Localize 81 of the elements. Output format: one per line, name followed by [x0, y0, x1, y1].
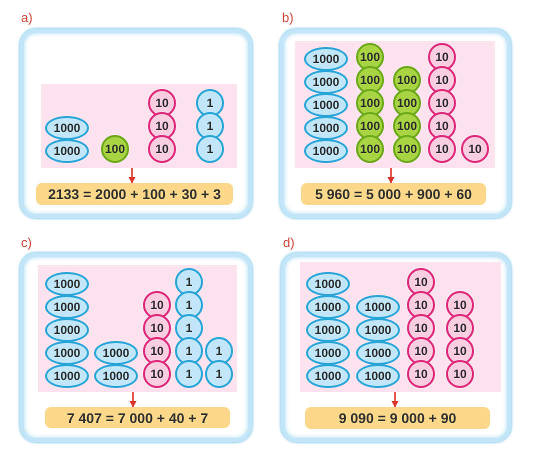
round-counter: 1 — [175, 360, 203, 388]
oval-counter: 1000 — [304, 93, 348, 117]
arrow — [388, 168, 394, 184]
oval-counter: 1000 — [306, 318, 350, 342]
oval-counter: 1000 — [306, 272, 350, 296]
arrow — [128, 168, 136, 184]
equation-bar: 9 090 = 9 000 + 90 — [305, 407, 490, 429]
arrow — [130, 392, 136, 408]
round-counter: 100 — [356, 135, 384, 163]
round-counter: 10 — [407, 360, 435, 388]
round-counter: 10 — [428, 43, 456, 71]
oval-counter: 1000 — [356, 341, 400, 365]
round-counter: 1 — [196, 135, 224, 163]
round-counter: 10 — [407, 268, 435, 296]
round-counter: 10 — [428, 112, 456, 140]
round-counter: 10 — [407, 337, 435, 365]
oval-counter: 1000 — [45, 116, 89, 140]
round-counter: 10 — [143, 360, 171, 388]
round-counter: 10 — [446, 291, 474, 319]
round-counter: 10 — [407, 314, 435, 342]
round-counter: 1 — [175, 268, 203, 296]
round-counter: 10 — [446, 337, 474, 365]
oval-counter: 1000 — [45, 272, 89, 296]
oval-counter: 1000 — [304, 116, 348, 140]
round-counter: 1 — [196, 112, 224, 140]
oval-counter: 1000 — [306, 364, 350, 388]
round-counter: 10 — [446, 314, 474, 342]
round-counter: 100 — [393, 89, 421, 117]
round-counter: 10 — [148, 135, 176, 163]
round-counter: 1 — [196, 89, 224, 117]
round-counter: 10 — [446, 360, 474, 388]
oval-counter: 1000 — [304, 47, 348, 71]
round-counter: 100 — [356, 89, 384, 117]
panel-label: a) — [21, 10, 33, 26]
round-counter: 10 — [428, 66, 456, 94]
oval-counter: 1000 — [356, 364, 400, 388]
oval-counter: 1000 — [356, 318, 400, 342]
oval-counter: 1000 — [45, 341, 89, 365]
round-counter: 10 — [148, 89, 176, 117]
oval-counter: 1000 — [306, 341, 350, 365]
round-counter: 1 — [205, 360, 233, 388]
round-counter: 10 — [143, 337, 171, 365]
round-counter: 10 — [428, 89, 456, 117]
round-counter: 100 — [101, 135, 129, 163]
oval-counter: 1000 — [45, 364, 89, 388]
oval-counter: 1000 — [304, 70, 348, 94]
counting-area — [295, 41, 495, 168]
round-counter: 1 — [175, 337, 203, 365]
round-counter: 1 — [205, 337, 233, 365]
oval-counter: 1000 — [94, 364, 138, 388]
oval-counter: 1000 — [45, 139, 89, 163]
panel-label: d) — [283, 235, 295, 251]
round-counter: 10 — [461, 135, 489, 163]
round-counter: 10 — [428, 135, 456, 163]
oval-counter: 1000 — [45, 295, 89, 319]
round-counter: 10 — [407, 291, 435, 319]
oval-counter: 1000 — [306, 295, 350, 319]
round-counter: 100 — [393, 112, 421, 140]
equation-bar: 2133 = 2000 + 100 + 30 + 3 — [36, 183, 233, 205]
counting-area — [38, 265, 237, 392]
counting-area — [300, 262, 501, 392]
oval-counter: 1000 — [94, 341, 138, 365]
round-counter: 100 — [356, 112, 384, 140]
round-counter: 10 — [143, 291, 171, 319]
round-counter: 10 — [143, 314, 171, 342]
oval-counter: 1000 — [356, 295, 400, 319]
panel-label: c) — [21, 235, 32, 251]
oval-counter: 1000 — [45, 318, 89, 342]
counting-area — [41, 84, 237, 168]
equation-bar: 5 960 = 5 000 + 900 + 60 — [301, 183, 486, 205]
round-counter: 1 — [175, 291, 203, 319]
round-counter: 100 — [393, 66, 421, 94]
round-counter: 100 — [393, 135, 421, 163]
round-counter: 1 — [175, 314, 203, 342]
panel-label: b) — [282, 10, 294, 26]
round-counter: 100 — [356, 66, 384, 94]
arrow — [392, 392, 398, 408]
round-counter: 10 — [148, 112, 176, 140]
equation-bar: 7 407 = 7 000 + 40 + 7 — [45, 407, 230, 428]
oval-counter: 1000 — [304, 139, 348, 163]
round-counter: 100 — [356, 43, 384, 71]
